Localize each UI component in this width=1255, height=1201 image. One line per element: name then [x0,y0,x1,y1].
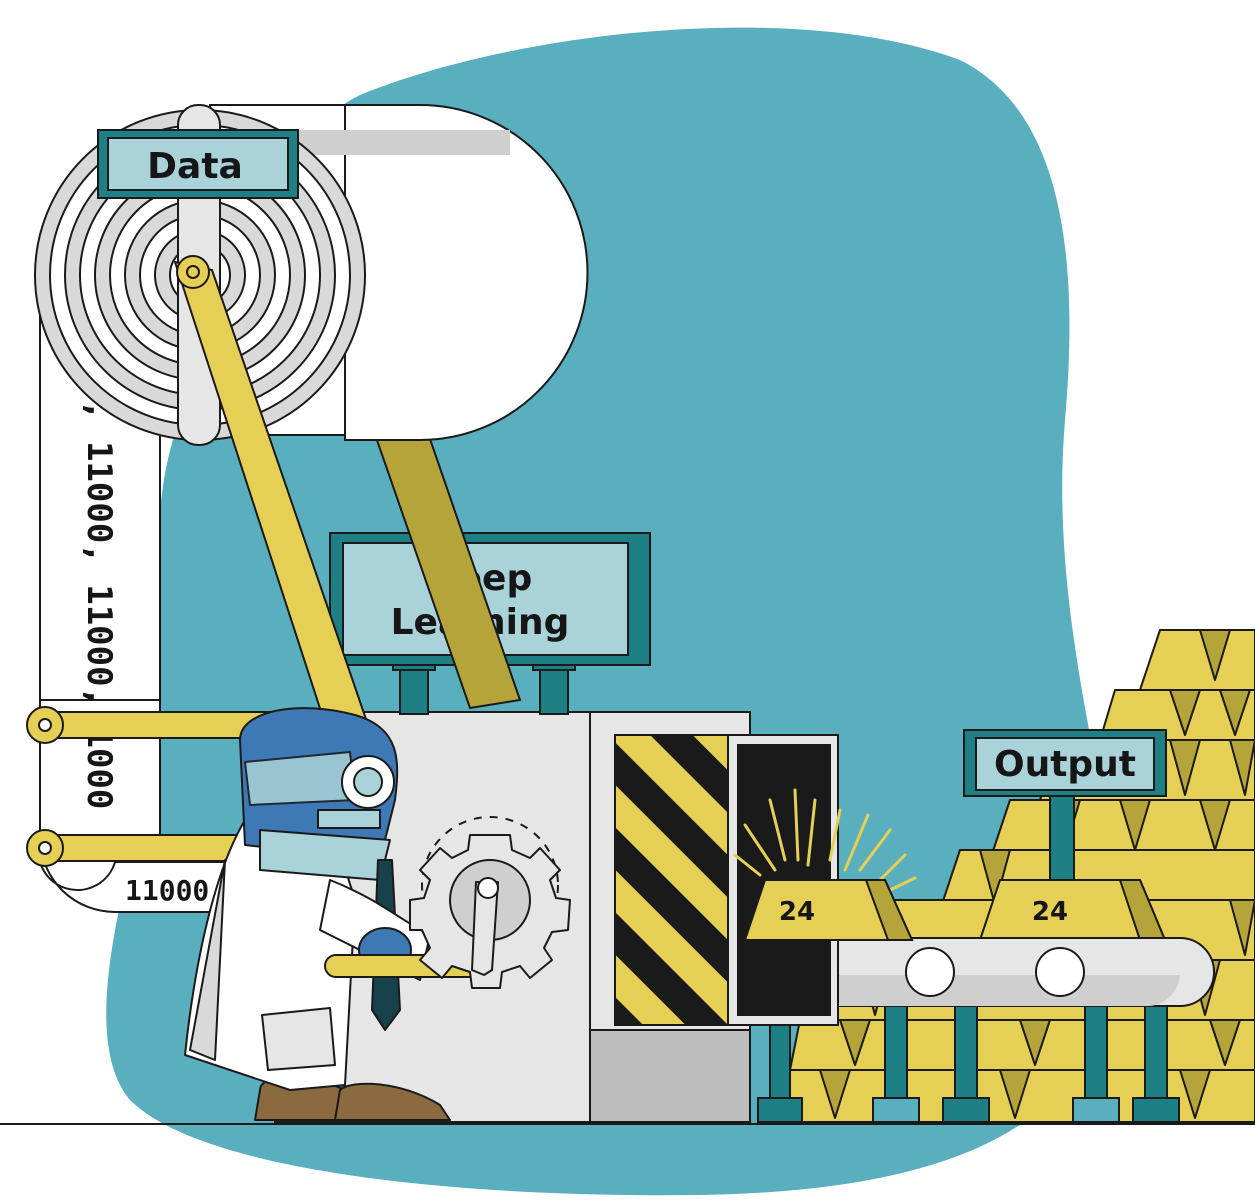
conveyor-belt [759,937,1215,1123]
gold-bar-on-belt: 24 [743,879,914,941]
output-sign: Output [963,729,1167,896]
gold-bar-front: 24 [979,879,1166,941]
gold-bar-belt-label: 24 [779,897,815,927]
gold-bar-pile-label: 24 [1032,897,1068,927]
data-sign: Data [97,129,299,199]
tape-horizontal-text: 11000 [125,874,209,907]
tape-vertical-text: , 11000, 11000, 1000 [79,400,119,809]
output-sign-label: Output [994,744,1136,785]
deep-learning-machine: 24 [274,711,917,1123]
sparkle-lines [733,788,917,892]
robot-scientist [184,707,571,1121]
crank-arm [173,255,382,772]
data-sign-label: Data [147,146,243,187]
